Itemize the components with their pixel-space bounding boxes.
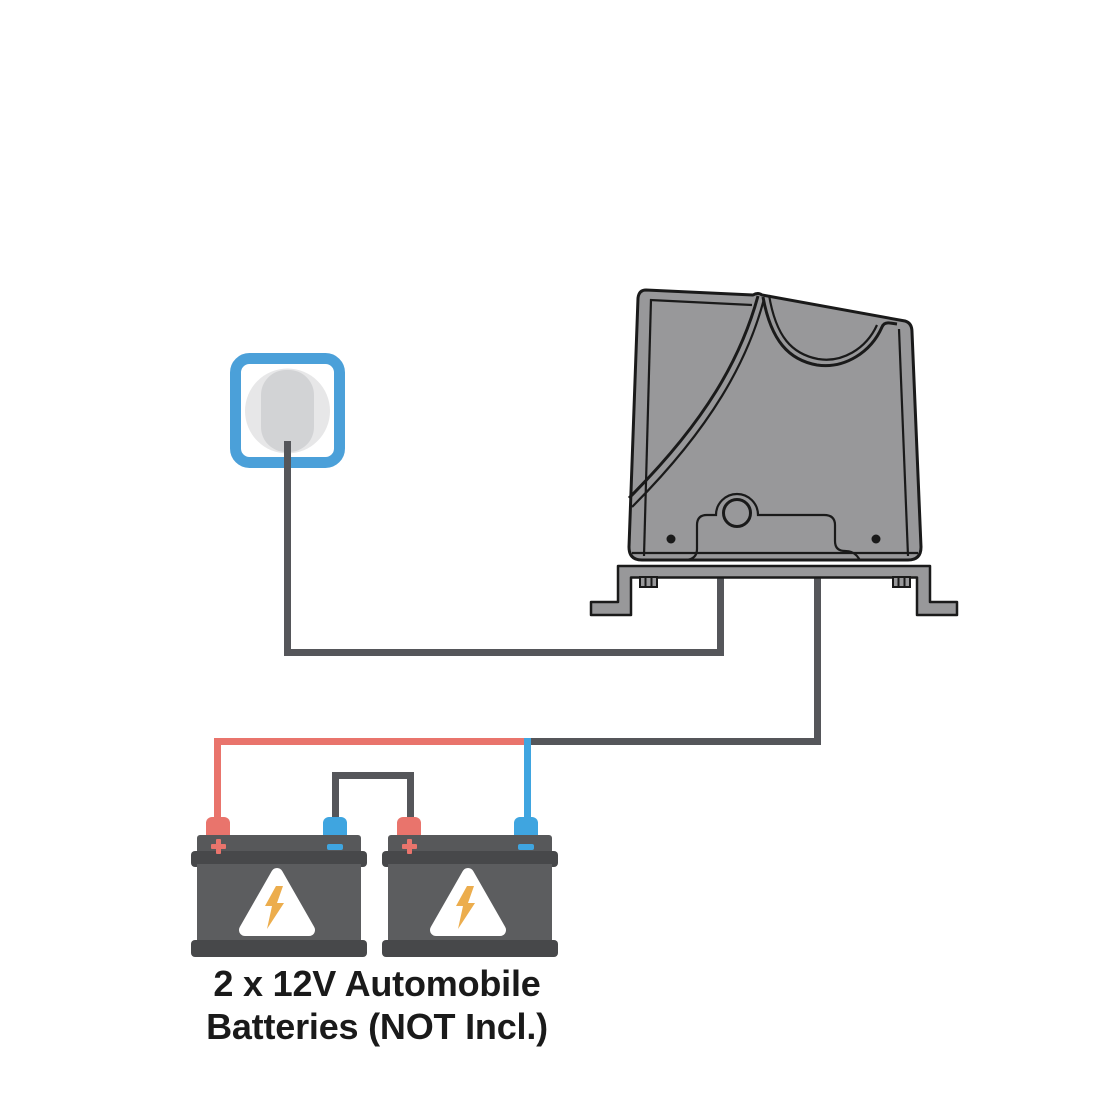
battery1-lid bbox=[197, 835, 361, 856]
motor-right-edge-line bbox=[897, 328, 910, 557]
series-jumper-wire bbox=[332, 772, 414, 820]
battery2-top-trim bbox=[382, 851, 558, 867]
motor-body bbox=[627, 288, 923, 562]
bracket-right-tab bbox=[892, 576, 911, 588]
power-cord-wire bbox=[284, 441, 724, 656]
motor-battery-wire bbox=[527, 576, 821, 745]
sweep-inner-curve bbox=[631, 298, 766, 508]
battery1-top-trim bbox=[191, 851, 367, 867]
battery2-lid bbox=[388, 835, 552, 856]
battery-2 bbox=[382, 817, 558, 957]
panel-knob bbox=[722, 498, 752, 528]
battery1-lightning-bolt-icon bbox=[265, 886, 284, 929]
scoop-outer-curve bbox=[761, 296, 898, 368]
battery2-plus-marker bbox=[402, 839, 417, 854]
mounting-bracket bbox=[589, 564, 959, 617]
socket-face bbox=[261, 370, 314, 452]
left-screw bbox=[666, 534, 676, 544]
sweep-outer-curve bbox=[627, 295, 760, 500]
motor-left-edge-line bbox=[642, 298, 653, 557]
battery2-lightning-bolt-icon bbox=[456, 886, 475, 929]
battery2-bottom-trim bbox=[382, 940, 558, 957]
bracket-left-tab bbox=[639, 576, 658, 588]
caption-line-2: Batteries (NOT Incl.) bbox=[206, 1006, 548, 1047]
scoop-inner-curve bbox=[767, 294, 878, 361]
motor-top-edge-line bbox=[649, 298, 753, 307]
caption: 2 x 12V Automobile Batteries (NOT Incl.) bbox=[137, 962, 617, 1048]
battery1-bottom-trim bbox=[191, 940, 367, 957]
access-panel-outline bbox=[685, 492, 861, 562]
battery1-plus-marker bbox=[211, 839, 226, 854]
right-screw bbox=[871, 534, 881, 544]
battery1-minus-marker bbox=[327, 844, 343, 850]
battery-1 bbox=[191, 817, 367, 957]
positive-wire bbox=[214, 738, 526, 820]
battery2-minus-marker bbox=[518, 844, 534, 850]
gate-opener-motor bbox=[589, 288, 959, 617]
caption-line-1: 2 x 12V Automobile bbox=[213, 963, 541, 1004]
